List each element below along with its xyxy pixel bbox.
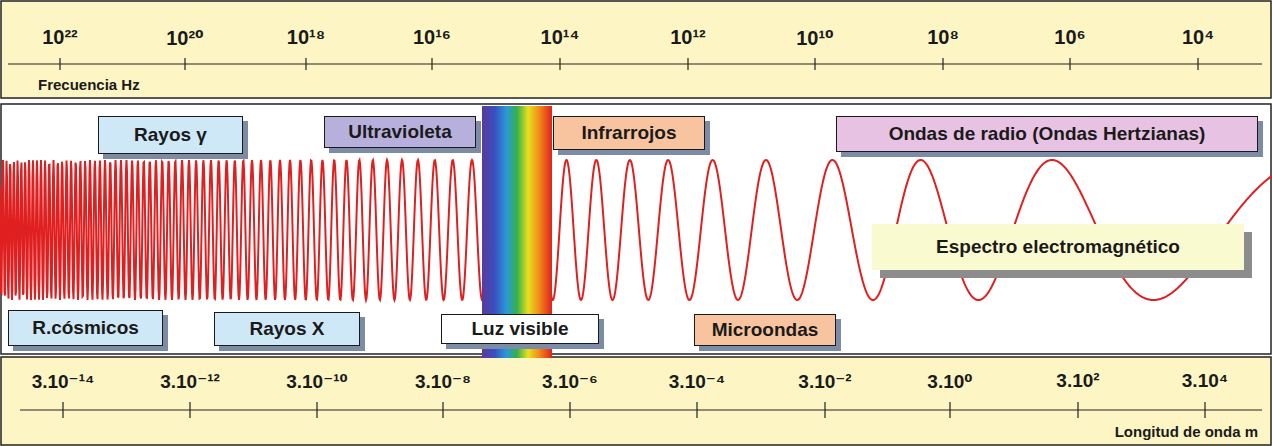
title-box: Espectro electromagnético (872, 224, 1244, 270)
tick-label: 3.10⁻² (798, 370, 851, 393)
band-name: Microondas (712, 320, 819, 341)
tick-label: 10¹⁰ (796, 26, 834, 50)
tick-label: 10⁴ (1182, 26, 1214, 49)
band-label: Rayos X (214, 312, 360, 346)
tick-label: 10¹⁸ (287, 26, 325, 49)
band-name: Luz visible (471, 319, 568, 340)
band-label: Microondas (694, 314, 836, 346)
band-name: Infrarrojos (581, 123, 676, 144)
tick-label: 10¹⁶ (413, 26, 451, 49)
tick-label: 10⁶ (1054, 26, 1085, 49)
band-name: Ondas de radio (Ondas Hertzianas) (889, 124, 1206, 145)
tick-label: 3.10⁻¹⁰ (286, 370, 348, 393)
tick-label: 10¹⁴ (541, 26, 580, 49)
band-name: R.cósmicos (32, 318, 139, 339)
band-label: Ondas de radio (Ondas Hertzianas) (836, 116, 1258, 152)
tick-label: 10⁸ (927, 26, 959, 49)
band-label: Rayos γ (98, 116, 243, 154)
band-name: Espectro electromagnético (936, 237, 1180, 258)
frequency-axis (8, 58, 1262, 70)
tick-label: 3.10² (1056, 370, 1099, 392)
band-label: Luz visible (441, 314, 599, 344)
tick-label: 3.10⁰ (927, 370, 972, 393)
wavelength-panel (1, 357, 1271, 445)
tick-label: 3.10⁻⁶ (542, 370, 598, 393)
tick-label: 3.10⁻¹⁴ (32, 370, 95, 393)
tick-label: 3.10⁻⁴ (669, 370, 725, 393)
wave-panel (1, 104, 1271, 354)
tick-label: 3.10⁻⁸ (415, 370, 471, 393)
band-name: Ultravioleta (348, 122, 451, 143)
frequency-panel (1, 1, 1271, 98)
band-name: Rayos X (250, 319, 325, 340)
tick-label: 10²⁰ (166, 26, 204, 50)
axis-title: Frecuencia Hz (38, 76, 140, 93)
band-name: Rayos γ (134, 125, 207, 146)
axis-title: Longitud de onda m (1115, 423, 1258, 440)
tick-label: 10¹² (670, 26, 706, 49)
tick-label: 3.10⁻¹² (160, 370, 220, 393)
band-label: Infrarrojos (553, 116, 705, 150)
tick-label: 10²² (42, 26, 78, 49)
band-label: R.cósmicos (8, 310, 163, 346)
tick-label: 3.10⁴ (1182, 370, 1228, 392)
wave-curve (0, 160, 1272, 300)
band-label: Ultravioleta (324, 116, 476, 148)
wavelength-axis (20, 402, 1262, 418)
